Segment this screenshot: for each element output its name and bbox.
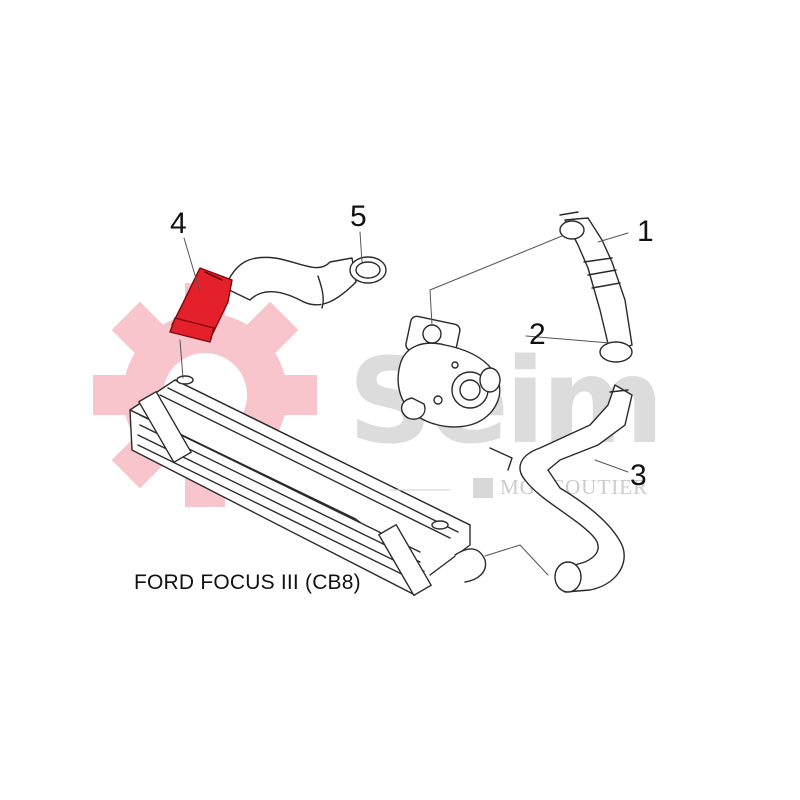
turbocharger bbox=[397, 315, 501, 428]
callout-2: 2 bbox=[529, 318, 546, 351]
pipe-1-2 bbox=[559, 211, 633, 363]
hose-5 bbox=[224, 256, 387, 309]
hose-4-highlighted bbox=[169, 267, 233, 343]
intercooler bbox=[129, 375, 487, 597]
callout-4: 4 bbox=[170, 207, 187, 240]
callout-3: 3 bbox=[630, 459, 647, 492]
vehicle-caption: FORD FOCUS III (CB8) bbox=[134, 571, 361, 594]
brand-mark-icon bbox=[473, 478, 493, 498]
callout-1: 1 bbox=[637, 215, 654, 248]
callout-5: 5 bbox=[350, 200, 367, 233]
hose-3 bbox=[489, 384, 633, 593]
